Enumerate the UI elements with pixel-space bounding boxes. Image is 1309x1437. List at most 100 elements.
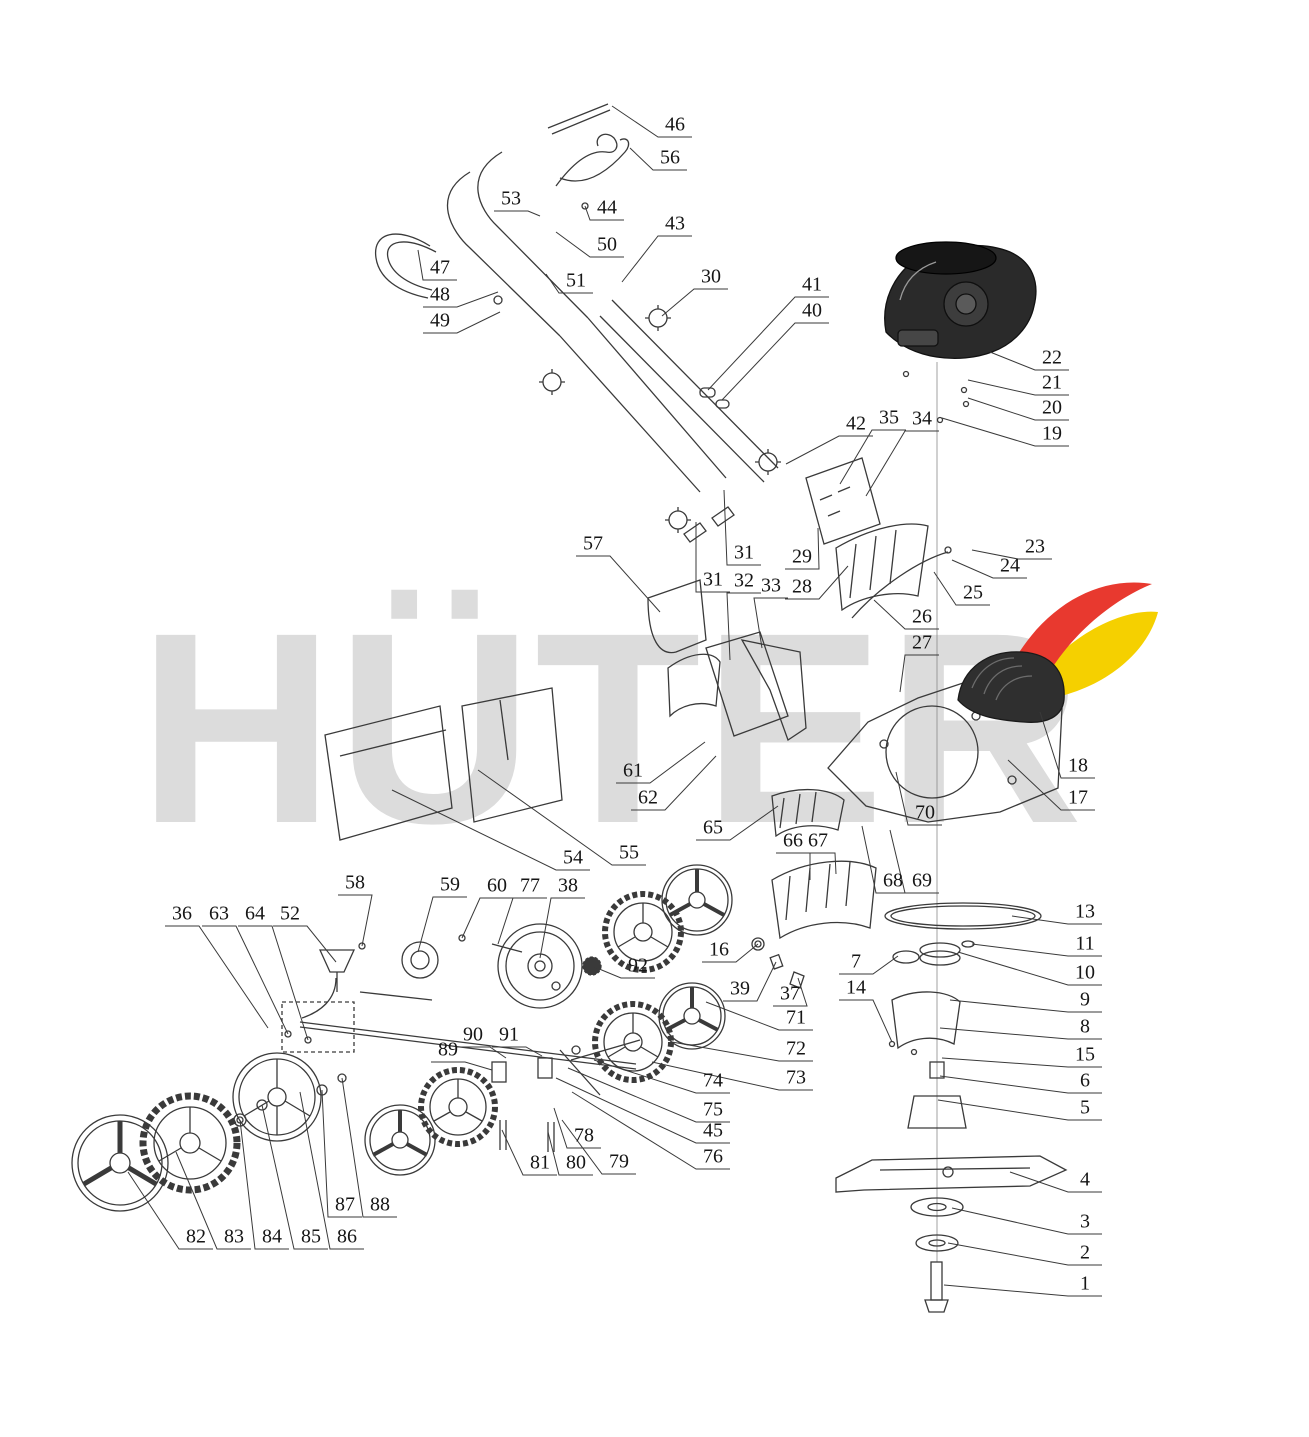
screw-44 — [581, 202, 589, 210]
leader-line-13 — [1011, 915, 1102, 925]
part-label-43: 43 — [665, 212, 685, 235]
part-label-67: 67 — [808, 829, 828, 852]
leader-line-62 — [631, 755, 717, 811]
part-label-4: 4 — [1080, 1168, 1090, 1191]
part-label-55: 55 — [619, 841, 639, 864]
funnel — [318, 949, 356, 973]
part-label-69: 69 — [912, 869, 932, 892]
leader-line-8 — [939, 1027, 1102, 1040]
drive-belt — [884, 902, 1042, 930]
leader-line-24 — [951, 559, 1027, 579]
blade-edge — [879, 1167, 1031, 1171]
part-label-40: 40 — [802, 299, 822, 322]
handle-brackets — [683, 506, 735, 543]
leader-line-53 — [494, 210, 541, 217]
blade — [835, 1155, 1068, 1193]
part-label-48: 48 — [430, 283, 450, 306]
leader-line-85 — [261, 1104, 328, 1250]
part-label-42: 42 — [846, 412, 866, 435]
part-label-44: 44 — [597, 196, 617, 219]
belt-guard — [891, 991, 961, 1050]
part-label-68: 68 — [883, 869, 903, 892]
rear-flap — [835, 523, 929, 612]
part-label-34: 34 — [912, 407, 932, 430]
leader-line-89 — [431, 1061, 493, 1071]
part-label-31: 31 — [703, 568, 723, 591]
leader-line-65 — [696, 805, 779, 841]
front-baffle — [771, 788, 845, 838]
leader-line-48 — [423, 291, 499, 308]
leader-line-79 — [561, 1119, 636, 1175]
part-label-71: 71 — [786, 1006, 806, 1029]
handle-tube — [559, 335, 701, 493]
leader-line-71 — [705, 1001, 813, 1031]
leader-line-72 — [671, 1041, 813, 1062]
part-label-51: 51 — [566, 269, 586, 292]
leader-line-59 — [417, 896, 467, 953]
upper-handle-tube-left — [447, 171, 561, 337]
leader-line-74 — [593, 1059, 730, 1094]
leader-line-64 — [238, 925, 309, 1041]
engine-mount-screws — [902, 370, 970, 424]
leader-line-14 — [839, 999, 893, 1043]
part-label-82: 82 — [186, 1225, 206, 1248]
leader-line-86 — [299, 1091, 364, 1250]
leader-line-41 — [707, 296, 829, 391]
leader-line-83 — [175, 1151, 251, 1250]
front-baffle-ribs — [779, 791, 817, 829]
leader-line-2 — [947, 1242, 1102, 1266]
leader-line-75 — [567, 1067, 730, 1123]
screw — [358, 942, 366, 950]
part-label-39: 39 — [730, 977, 750, 1000]
part-label-6: 6 — [1080, 1069, 1090, 1092]
part-label-41: 41 — [802, 273, 822, 296]
blade-hole — [942, 1166, 954, 1178]
deck-top-cover — [957, 651, 1065, 723]
screw — [304, 1036, 312, 1044]
leader-line-55 — [477, 769, 646, 866]
part-label-66: 66 — [783, 829, 803, 852]
part-label-8: 8 — [1080, 1015, 1090, 1038]
part-label-35: 35 — [879, 406, 899, 429]
leader-line-45 — [555, 1077, 730, 1144]
part-label-62: 62 — [638, 786, 658, 809]
clip-bracket — [769, 953, 784, 970]
leader-line-6 — [939, 1075, 1102, 1094]
part-label-20: 20 — [1042, 396, 1062, 419]
part-label-83: 83 — [224, 1225, 244, 1248]
bearing — [256, 1099, 268, 1111]
part-label-30: 30 — [701, 265, 721, 288]
part-label-29: 29 — [792, 545, 812, 568]
height-lever — [559, 1039, 641, 1096]
cable-end — [944, 546, 952, 554]
part-label-78: 78 — [574, 1124, 594, 1147]
blade-bolt — [924, 1261, 949, 1313]
part-label-19: 19 — [1042, 422, 1062, 445]
leader-line-31 — [695, 522, 730, 593]
part-label-61: 61 — [623, 759, 643, 782]
bail-lever — [386, 241, 437, 291]
upper-handle-tube-right — [477, 151, 589, 319]
part-label-57: 57 — [583, 532, 603, 555]
leader-line-77 — [497, 897, 547, 945]
leader-line-54 — [391, 789, 590, 871]
blade-spacer — [929, 1061, 945, 1079]
bracket-bolts — [499, 1120, 555, 1152]
leader-line-32 — [726, 592, 761, 661]
part-label-14: 14 — [846, 976, 866, 999]
part-label-50: 50 — [597, 233, 617, 256]
part-label-23: 23 — [1025, 535, 1045, 558]
part-label-33: 33 — [761, 574, 781, 597]
leader-line-11 — [971, 943, 1102, 957]
part-label-89: 89 — [438, 1038, 458, 1061]
leader-line-27 — [899, 654, 939, 693]
leader-line-20 — [967, 397, 1069, 421]
part-label-64: 64 — [245, 902, 265, 925]
part-label-59: 59 — [440, 873, 460, 896]
lower-handle-tube — [599, 315, 765, 483]
leader-line-91 — [492, 1046, 543, 1057]
leader-line-69 — [889, 829, 939, 894]
part-label-9: 9 — [1080, 988, 1090, 1011]
